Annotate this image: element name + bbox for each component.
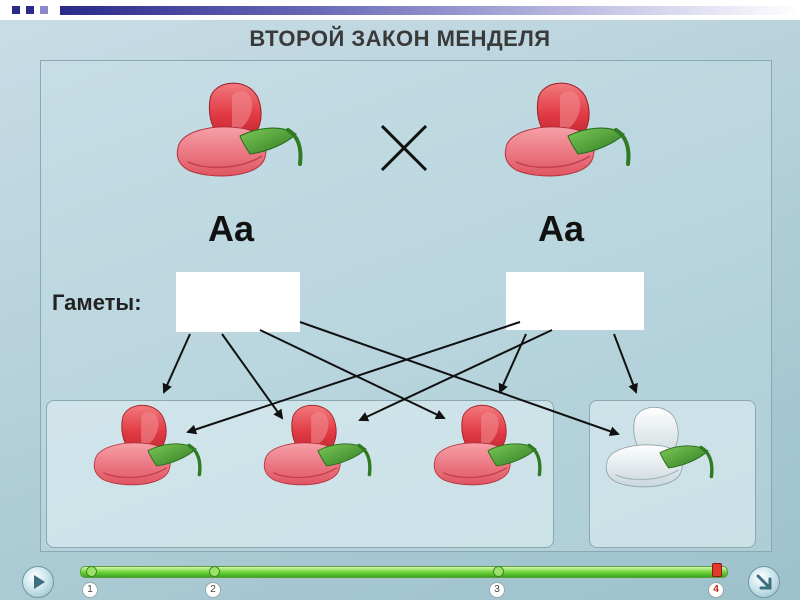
next-button[interactable] (748, 566, 780, 598)
parent-genotype-left: Aa (208, 208, 255, 249)
step-number[interactable]: 2 (205, 582, 221, 598)
step-marker-1[interactable] (86, 566, 97, 577)
play-button[interactable] (22, 566, 54, 598)
arrow (299, 321, 620, 437)
gametes-label: Гаметы: (52, 290, 142, 315)
slide-header-bar (0, 0, 800, 20)
step-marker-2[interactable] (209, 566, 220, 577)
page-title: ВТОРОЙ ЗАКОН МЕНДЕЛЯ (249, 26, 551, 51)
arrow (162, 333, 191, 394)
gamete-box-left (176, 272, 300, 332)
step-marker-3[interactable] (493, 566, 504, 577)
header-gradient (60, 6, 800, 15)
arrow (613, 333, 638, 394)
arrow (259, 329, 446, 420)
gamete-box-right (506, 272, 644, 330)
play-icon (34, 575, 45, 589)
header-square (40, 6, 48, 14)
step-number-current[interactable]: 4 (708, 582, 724, 598)
header-square (26, 6, 34, 14)
step-number[interactable]: 1 (82, 582, 98, 598)
cross-icon (380, 124, 428, 172)
arrow (498, 333, 527, 394)
step-marker-4[interactable] (712, 563, 722, 577)
arrow (186, 321, 521, 435)
arrow (221, 333, 284, 420)
step-number[interactable]: 3 (489, 582, 505, 598)
header-square (12, 6, 20, 14)
progress-track[interactable] (80, 566, 728, 578)
next-arrow-icon (756, 574, 772, 590)
parent-genotype-right: Aa (538, 208, 585, 249)
